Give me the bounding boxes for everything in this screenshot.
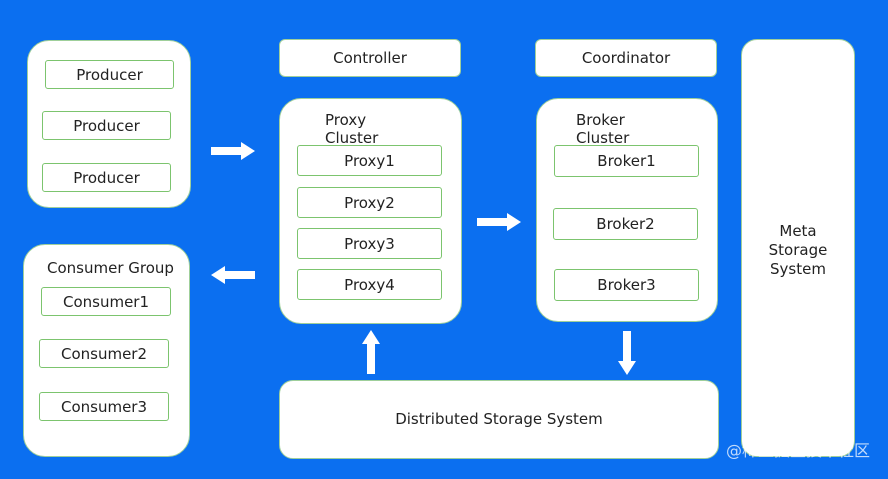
broker-to-storage-arrow: [618, 331, 636, 375]
broker-cluster-title-line1: Broker: [576, 111, 625, 129]
storage-to-proxy-arrow: [362, 330, 380, 374]
consumer-item[interactable]: Consumer2: [39, 339, 169, 368]
meta-storage-label: Meta Storage System: [741, 222, 855, 279]
meta-storage-panel[interactable]: [741, 39, 855, 457]
proxy-cluster-title-line1: Proxy: [325, 111, 367, 129]
producer-item[interactable]: Producer: [42, 163, 171, 192]
proxy-cluster-title-line2: Cluster: [325, 129, 379, 147]
proxy-to-consumers-arrow: [211, 266, 255, 284]
broker-item[interactable]: Broker2: [553, 208, 698, 240]
meta-storage-line1: Meta: [779, 222, 817, 240]
consumer-item[interactable]: Consumer3: [39, 392, 169, 421]
producer-item[interactable]: Producer: [45, 60, 174, 89]
producers-to-proxy-arrow: [211, 142, 255, 160]
proxy-item[interactable]: Proxy1: [297, 145, 442, 176]
producer-item[interactable]: Producer: [42, 111, 171, 140]
distributed-storage-panel[interactable]: [279, 380, 719, 459]
watermark-text: @稀土掘金技术社区: [725, 441, 870, 460]
consumer-group-title: Consumer Group: [47, 259, 174, 277]
broker-cluster-title-line2: Cluster: [576, 129, 630, 147]
distributed-storage-label: Distributed Storage System: [395, 410, 603, 428]
consumer-item[interactable]: Consumer1: [41, 287, 171, 316]
proxy-item[interactable]: Proxy3: [297, 228, 442, 259]
proxy-to-broker-arrow: [477, 213, 521, 231]
broker-item[interactable]: Broker3: [554, 269, 699, 301]
meta-storage-line3: System: [770, 260, 826, 278]
coordinator-box[interactable]: Coordinator: [535, 39, 717, 77]
proxy-item[interactable]: Proxy4: [297, 269, 442, 300]
controller-box[interactable]: Controller: [279, 39, 461, 77]
meta-storage-line2: Storage: [768, 241, 828, 259]
proxy-item[interactable]: Proxy2: [297, 187, 442, 218]
broker-item[interactable]: Broker1: [554, 145, 699, 177]
